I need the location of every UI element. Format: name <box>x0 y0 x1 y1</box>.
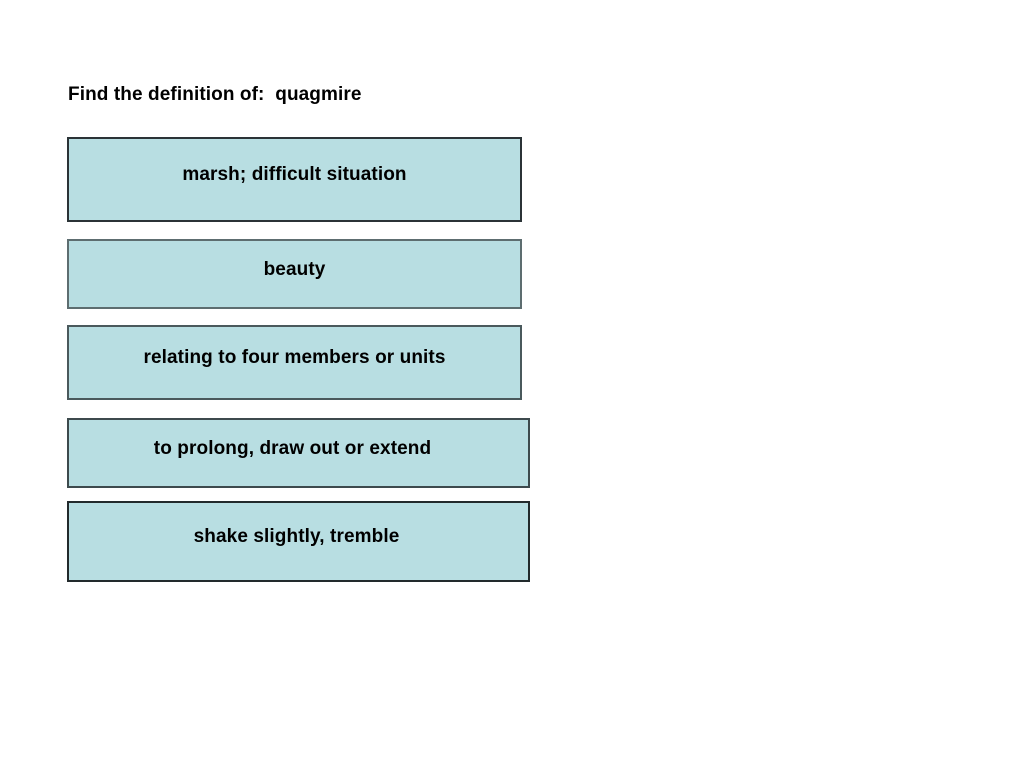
answer-choice-2[interactable]: beauty <box>67 239 522 309</box>
answer-choice-3[interactable]: relating to four members or units <box>67 325 522 400</box>
answer-choice-label: shake slightly, tremble <box>193 526 400 548</box>
answer-choice-label: to prolong, draw out or extend <box>153 437 432 459</box>
answer-choice-5[interactable]: shake slightly, tremble <box>67 501 530 582</box>
answer-choice-1[interactable]: marsh; difficult situation <box>67 137 522 222</box>
page-title: Find the definition of: quagmire <box>68 84 362 105</box>
answer-choice-4[interactable]: to prolong, draw out or extend <box>67 418 530 488</box>
answer-choice-label: marsh; difficult situation <box>182 164 407 186</box>
answer-choice-label: relating to four members or units <box>143 347 446 369</box>
answer-choice-label: beauty <box>263 258 326 280</box>
